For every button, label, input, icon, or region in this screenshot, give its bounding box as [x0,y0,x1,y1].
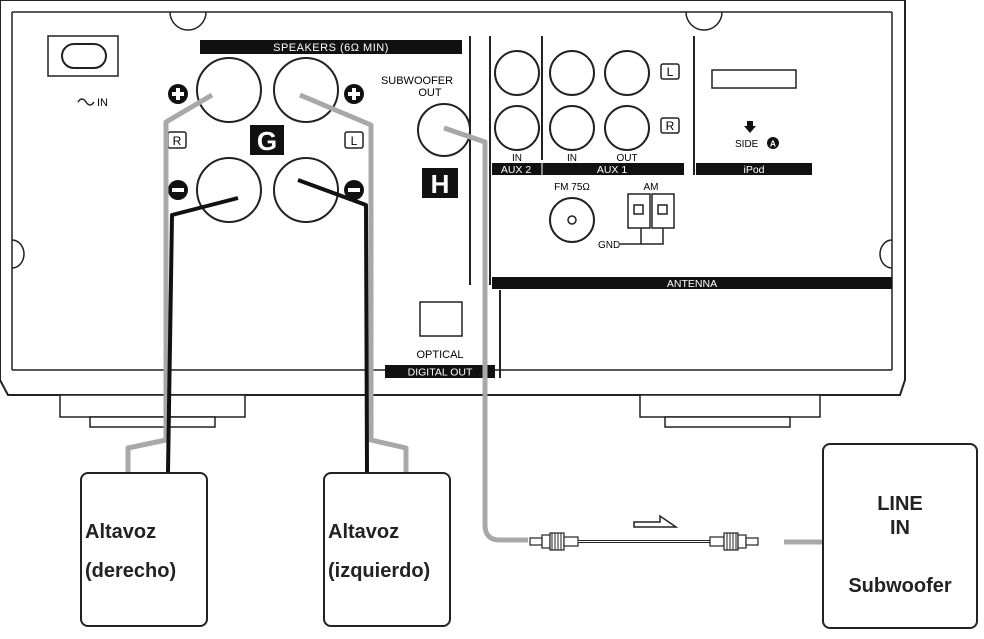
plus-icon [344,84,364,104]
badge-g-label: G [257,126,277,156]
speakers-header-bar [200,40,462,54]
am-label: AM [644,182,659,193]
jack-in-label: IN [567,153,577,164]
fm-antenna-pin [567,215,577,225]
optical-port [419,301,463,337]
panel-notch [879,239,893,269]
minus-icon [344,180,364,200]
gnd-wire [640,228,664,245]
ipod-slot [711,69,797,89]
am-terminal-button [657,204,668,215]
minus-icon [168,180,188,200]
digital-out-header-bar [385,365,495,378]
speaker-wire-right-negative [166,196,239,473]
subwoofer-box: LINE IN Subwoofer [822,443,978,629]
jack-in-label: IN [512,153,522,164]
fm-label: FM 75Ω [554,182,590,193]
aux-header-bar [492,163,684,175]
speaker-terminal-r-plus [196,57,262,123]
speaker-terminal-l-minus [273,157,339,223]
aux2-label: AUX 2 [501,164,532,176]
unit-foot-left [59,394,246,418]
aux-r-marker [660,117,680,134]
antenna-label: ANTENNA [667,278,717,290]
jack-out-label: OUT [616,153,637,164]
channel-l-marker [344,131,364,149]
am-terminal-button [633,204,644,215]
unit-foot-left-base [89,416,216,428]
panel-notch [11,239,25,269]
arrow-down-icon-stem [747,121,753,127]
power-inlet-socket [61,43,107,69]
speaker-right-side: (derecho) [85,560,177,582]
subwoofer-name-label: Subwoofer [848,575,952,597]
aux-l-label: L [667,65,674,79]
subwoofer-line-in-label: LINE [877,493,923,515]
speaker-box-right: Altavoz (derecho) [80,472,208,627]
gnd-label: GND [598,240,620,251]
badge-h-label: H [431,169,450,199]
channel-l-label: L [351,134,358,148]
speakers-header-label: SPEAKERS (6Ω MIN) [273,42,389,54]
subwoofer-out-label-1: SUBWOOFER [381,75,453,87]
aux1-out-l-jack [604,50,650,96]
side-label: SIDE [735,139,759,150]
badge-h [422,168,458,198]
speaker-box-left: Altavoz (izquierdo) [323,472,451,627]
unit-foot-right [639,394,821,418]
aux-r-label: R [666,119,675,133]
speaker-wire-right-positive [125,92,214,472]
side-a-badge-label: A [770,139,776,149]
speaker-wire-left-positive [299,92,409,472]
direction-arrow-icon [633,514,679,528]
optical-label: OPTICAL [416,349,463,361]
aux1-in-r-jack [549,105,595,151]
panel-notch [169,11,207,31]
speaker-terminal-r-minus [196,157,262,223]
digital-out-label: DIGITAL OUT [408,367,473,379]
antenna-header-bar [492,277,892,289]
channel-r-label: R [173,134,182,148]
aux2-l-jack [494,50,540,96]
aux1-in-l-jack [549,50,595,96]
power-in-label: IN [97,97,108,109]
speaker-right-name: Altavoz [85,521,157,543]
ipod-header-bar [696,163,812,175]
speaker-left-side: (izquierdo) [328,560,431,582]
subwoofer-in-label: IN [890,517,910,539]
subwoofer-out-label-2: OUT [418,87,442,99]
unit-foot-right-base [664,416,791,428]
side-a-badge [767,137,779,149]
ac-wave-icon [77,98,95,106]
subwoofer-cable [443,125,528,543]
aux-l-marker [660,63,680,80]
badge-g [250,125,284,155]
speaker-left-name: Altavoz [328,521,400,543]
panel-notch [685,11,723,31]
rca-cable [529,532,759,551]
aux1-label: AUX 1 [597,164,628,176]
plus-icon [168,84,188,104]
speaker-terminal-l-plus [273,57,339,123]
aux2-r-jack [494,105,540,151]
ipod-label: iPod [743,164,764,176]
speaker-wire-left-negative [297,178,369,473]
aux1-out-r-jack [604,105,650,151]
arrow-down-icon [744,126,756,133]
